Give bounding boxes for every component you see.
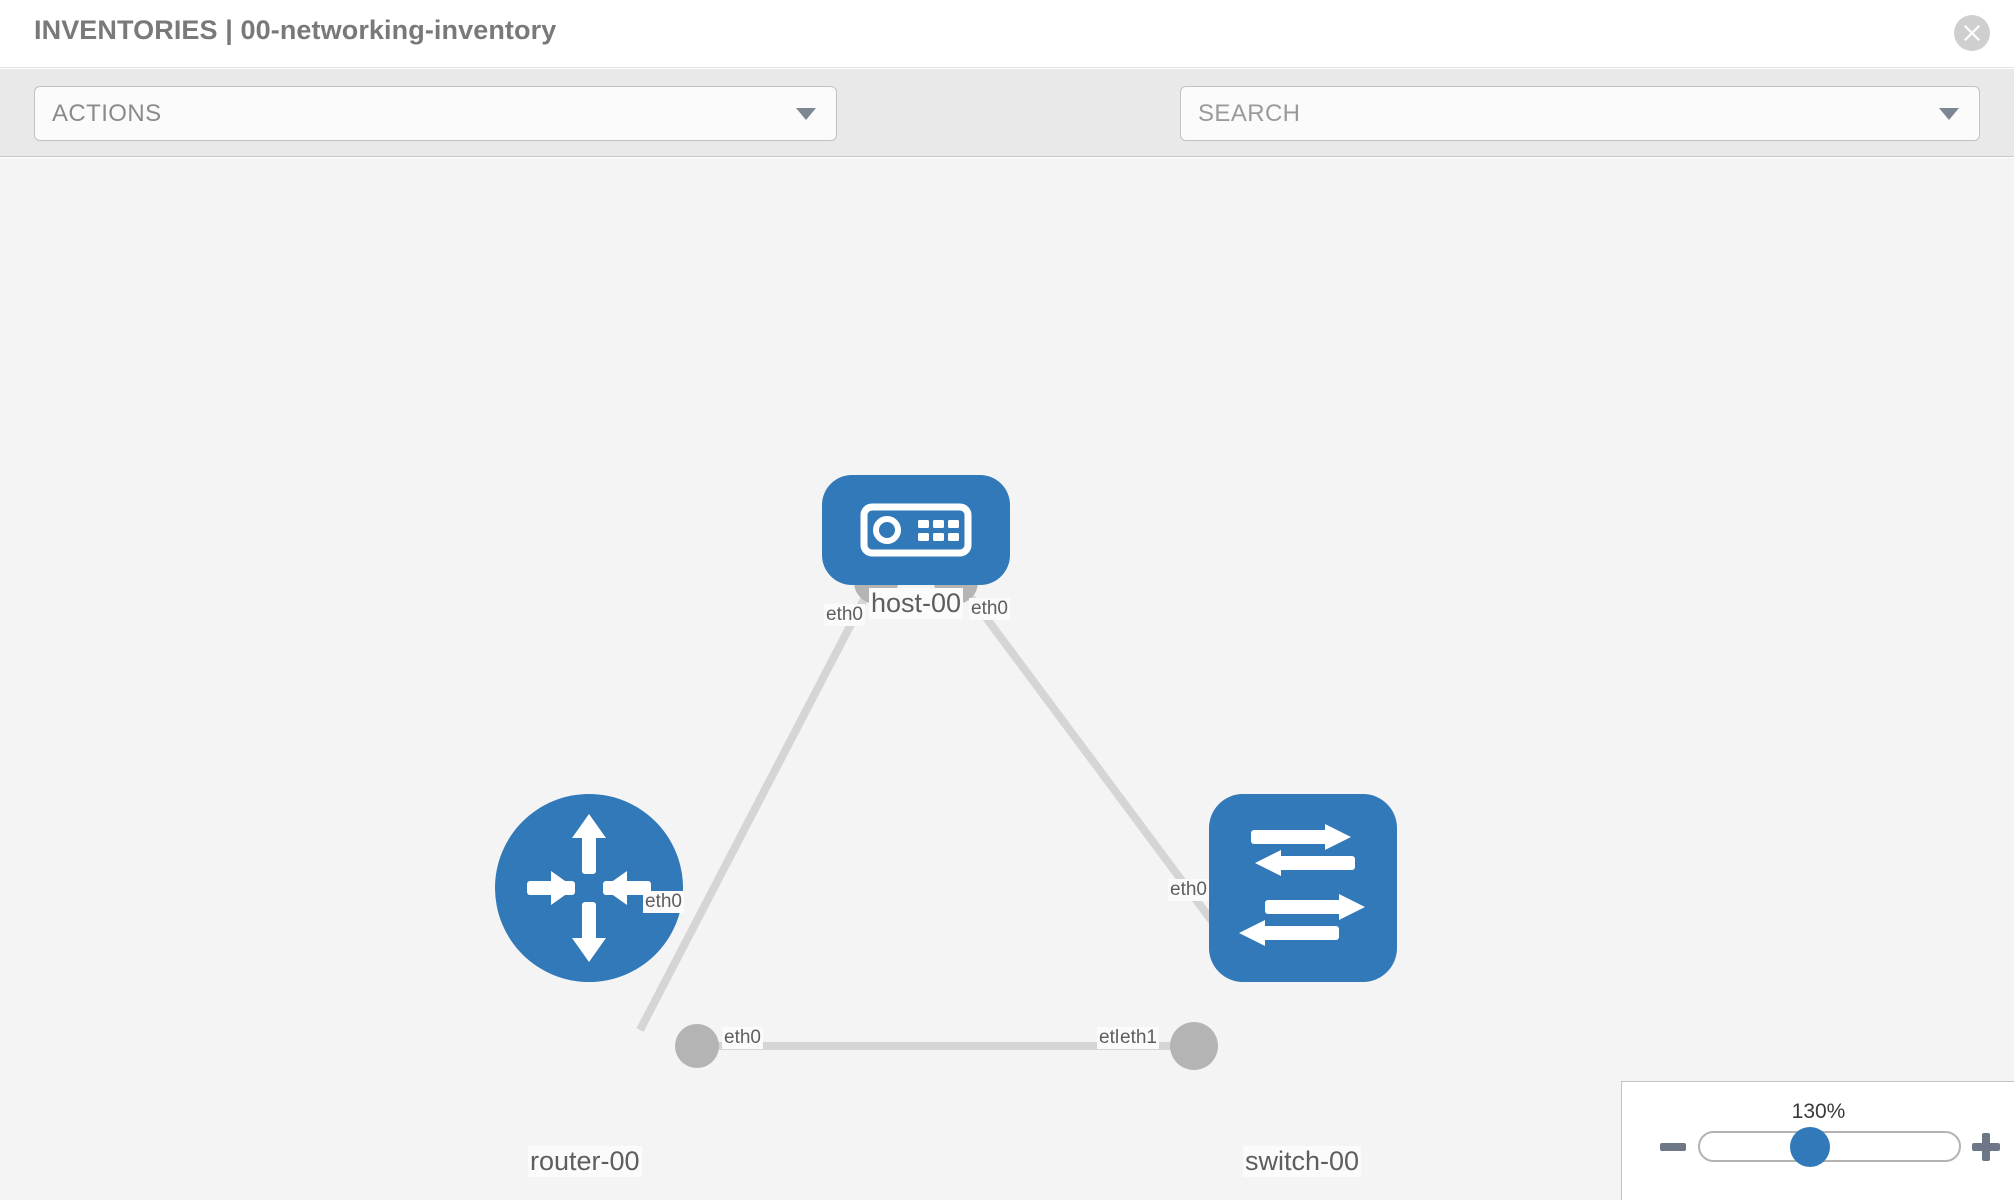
iface-label: eth1 <box>1118 1027 1159 1049</box>
port-circle <box>675 1024 719 1068</box>
node-host-00 <box>822 475 1010 585</box>
node-label-host-00: host-00 <box>869 588 964 619</box>
zoom-slider-thumb[interactable] <box>1790 1127 1830 1167</box>
iface-label: eth0 <box>643 891 684 913</box>
page-header: INVENTORIES | 00-networking-inventory <box>0 0 2014 68</box>
search-input[interactable]: SEARCH <box>1180 86 1980 141</box>
topology-graph <box>495 475 1397 1070</box>
actions-dropdown[interactable]: ACTIONS <box>34 86 837 141</box>
link-host-router <box>636 578 878 1032</box>
zoom-out-button[interactable] <box>1660 1143 1686 1151</box>
node-router-00 <box>495 794 683 982</box>
port-circle <box>1170 1022 1218 1070</box>
search-placeholder: SEARCH <box>1198 100 1301 127</box>
close-icon[interactable] <box>1954 15 1990 51</box>
iface-label: eth0 <box>722 1027 763 1049</box>
zoom-in-button[interactable] <box>1972 1133 2000 1161</box>
topology-canvas[interactable]: eth0 eth0 eth0 eth0 eth0 eth0 eth1 host-… <box>0 158 2014 1200</box>
node-switch-00 <box>1209 794 1397 982</box>
iface-label: eth0 <box>969 598 1010 620</box>
chevron-down-icon[interactable] <box>1939 108 1959 120</box>
iface-label: eth0 <box>824 604 865 626</box>
node-label-switch-00: switch-00 <box>1243 1146 1362 1177</box>
chevron-down-icon <box>796 108 816 120</box>
toolbar: ACTIONS SEARCH <box>0 69 2014 201</box>
zoom-control-panel: 130% <box>1621 1081 2014 1200</box>
iface-label: eth0 <box>1168 879 1209 901</box>
zoom-percent-label: 130% <box>1791 1100 1846 1123</box>
node-label-router-00: router-00 <box>528 1146 642 1177</box>
actions-dropdown-label: ACTIONS <box>52 100 162 127</box>
page-title: INVENTORIES | 00-networking-inventory <box>34 15 557 45</box>
